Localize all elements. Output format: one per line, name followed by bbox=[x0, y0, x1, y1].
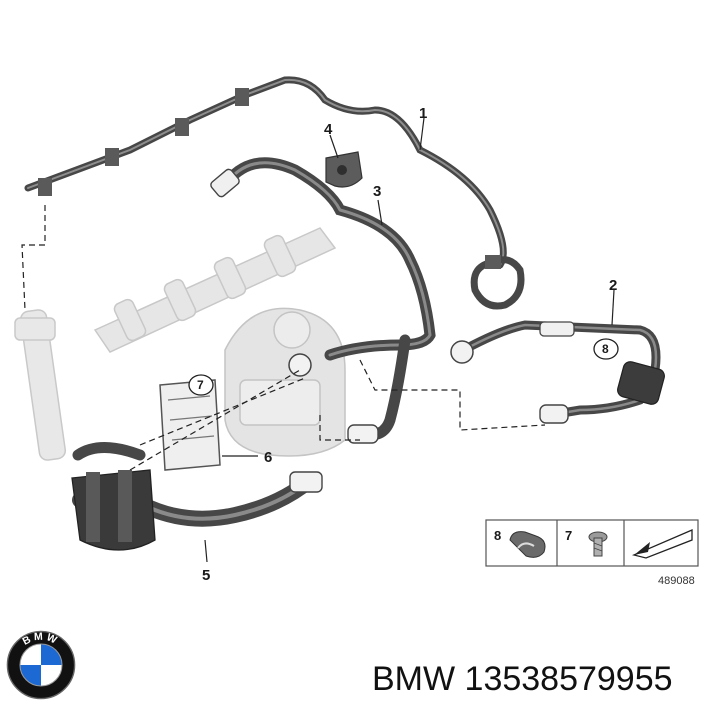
legend-item-7-number: 7 bbox=[565, 528, 572, 543]
ghost-pump bbox=[224, 307, 346, 457]
part-4-clip[interactable] bbox=[325, 151, 363, 188]
circled-callout-7: 7 bbox=[188, 374, 214, 396]
part-1-fuel-line[interactable] bbox=[24, 76, 525, 310]
callout-2: 2 bbox=[609, 277, 617, 294]
svg-text:8: 8 bbox=[602, 342, 609, 356]
callout-1: 1 bbox=[419, 105, 427, 122]
callout-4: 4 bbox=[324, 121, 333, 138]
assembly-dashed-lines bbox=[21, 205, 546, 471]
legend-item-8-number: 8 bbox=[494, 528, 501, 543]
part-5-hose-assembly[interactable] bbox=[71, 442, 323, 551]
svg-text:7: 7 bbox=[197, 378, 204, 392]
bmw-logo-icon: BMW bbox=[6, 631, 76, 700]
callout-5: 5 bbox=[202, 567, 210, 584]
callout-6: 6 bbox=[264, 449, 272, 466]
circled-callout-8: 8 bbox=[593, 338, 619, 360]
part-2-return-line[interactable] bbox=[450, 320, 666, 424]
part-number-caption: BMW 13538579955 bbox=[372, 660, 673, 698]
legend-clip-icon bbox=[509, 531, 546, 558]
ghost-injector bbox=[14, 309, 67, 461]
reference-number: 489088 bbox=[658, 575, 695, 587]
legend-screw-icon bbox=[588, 531, 608, 557]
ghost-fuel-rail bbox=[93, 227, 337, 353]
part-3-hose[interactable] bbox=[209, 157, 436, 444]
callout-3: 3 bbox=[373, 183, 381, 200]
legend-arrow-icon bbox=[631, 529, 693, 559]
svg-text:BMW: BMW bbox=[21, 631, 62, 648]
legend-box: 8 7 bbox=[485, 519, 699, 567]
callout-leaders bbox=[204, 117, 615, 563]
